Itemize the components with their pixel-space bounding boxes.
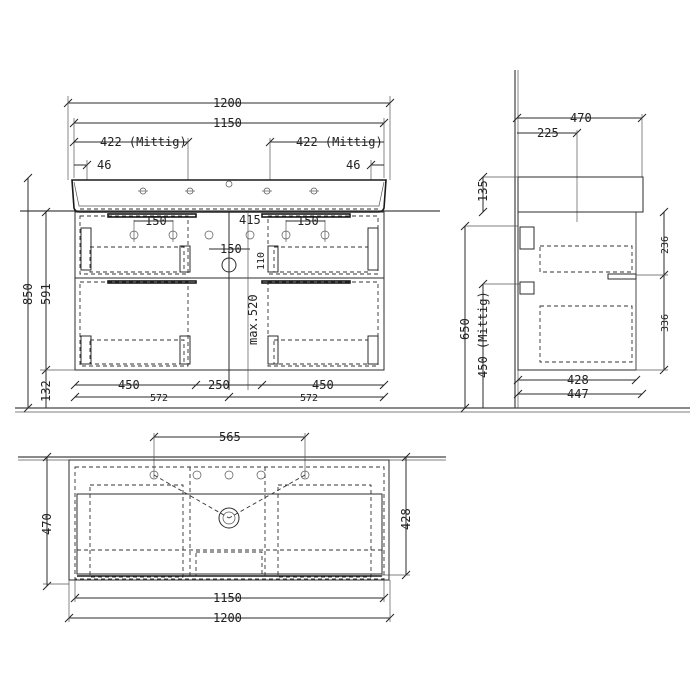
dim-left-cabinet: 572 xyxy=(150,393,168,404)
dim-total-height: 850 xyxy=(21,283,35,305)
dim-lower-drawer: 336 xyxy=(660,314,671,332)
dim-left-hole-spacing: 150 xyxy=(145,214,167,228)
dim-left-drawer: 450 xyxy=(118,378,140,392)
dim-mount-height: 650 xyxy=(458,318,472,340)
dim-right-tap-offset: 422 (Mittig) xyxy=(296,135,383,149)
dim-left-tap-offset: 422 (Mittig) xyxy=(100,135,187,149)
dim-floor-gap: 132 xyxy=(39,380,53,402)
dim-cabinet-height: 591 xyxy=(39,283,53,305)
dim-top-tap-spacing: 565 xyxy=(219,430,241,444)
tap-holes-cabinet xyxy=(129,220,330,273)
tap-holes-basin xyxy=(138,180,319,195)
dim-right-hole-spacing: 150 xyxy=(297,214,319,228)
dim-basin-width: 1150 xyxy=(213,116,242,130)
top-view: 565 470 428 115 xyxy=(18,430,446,625)
dim-basin-height: 135 xyxy=(476,180,490,202)
dim-cabinet-depth-inner: 428 xyxy=(567,373,589,387)
side-view: 470 225 135 650 450 (Mittig) 236 336 xyxy=(458,70,671,413)
dim-upper-drawer: 236 xyxy=(660,236,671,254)
top-tap-holes xyxy=(149,470,310,529)
dim-center-hole-spacing: 150 xyxy=(220,242,242,256)
dim-top-cabinet-depth: 428 xyxy=(399,508,413,530)
dim-right-edge: 46 xyxy=(346,158,360,172)
dim-side-total-depth: 470 xyxy=(570,111,592,125)
hinges xyxy=(80,227,379,365)
dim-siphon-offset: 110 xyxy=(256,252,267,270)
front-view: 1200 1150 422 (Mittig) 422 (Mittig) 46 4… xyxy=(15,96,690,413)
dim-right-drawer: 450 xyxy=(312,378,334,392)
dim-cabinet-depth-outer: 447 xyxy=(567,387,589,401)
dim-center-gap: 250 xyxy=(208,378,230,392)
dim-top-overall-width: 1200 xyxy=(213,611,242,625)
dim-right-cabinet: 572 xyxy=(300,393,318,404)
dim-overall-width: 1200 xyxy=(213,96,242,110)
dim-center-offset: 415 xyxy=(239,213,261,227)
dim-tap-center-depth: 225 xyxy=(537,126,559,140)
dim-max-drain: max.520 xyxy=(246,294,260,345)
dim-drain-height: 450 (Mittig) xyxy=(476,291,490,378)
dim-top-basin-width: 1150 xyxy=(213,591,242,605)
dim-left-edge: 46 xyxy=(97,158,111,172)
dim-top-depth: 470 xyxy=(40,513,54,535)
